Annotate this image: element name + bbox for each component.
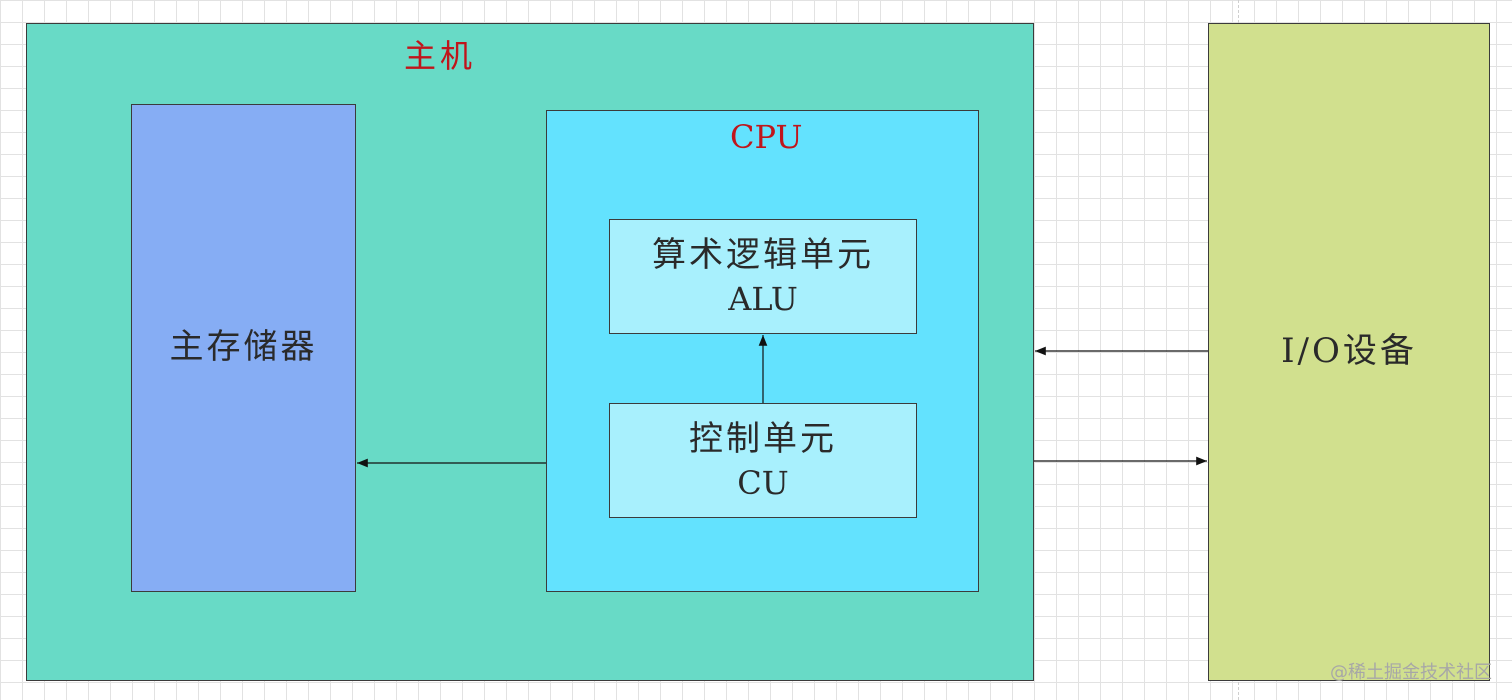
main-memory-box[interactable]: 主存储器 [131,104,356,592]
cu-abbr: CU [737,463,789,502]
cpu-box[interactable] [546,110,979,592]
cu-box[interactable]: 控制单元 CU [609,403,917,518]
io-device-label: I/O设备 [1281,331,1417,372]
alu-name: 算术逻辑单元 [652,234,874,275]
alu-box[interactable]: 算术逻辑单元 ALU [609,219,917,334]
alu-abbr: ALU [728,279,798,318]
cu-name: 控制单元 [689,418,837,459]
watermark: @稀土掘金技术社区 [1330,662,1492,683]
host-title: 主机 [404,37,477,75]
main-memory-label: 主存储器 [169,327,318,368]
io-device-box[interactable]: I/O设备 [1208,23,1490,681]
cpu-title: CPU [730,118,803,156]
